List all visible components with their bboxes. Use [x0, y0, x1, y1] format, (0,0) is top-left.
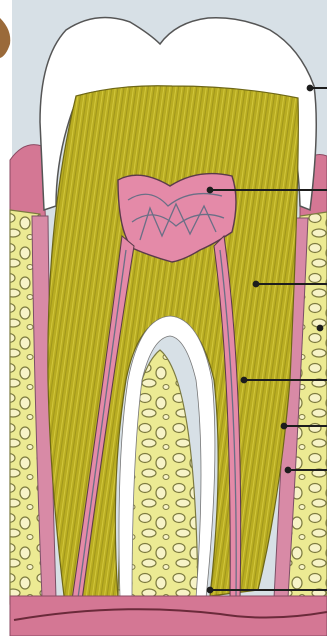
leader-dot-dentin [254, 282, 259, 287]
leader-dot-root-canal [242, 378, 247, 383]
leader-dot-apical-foramen [208, 588, 213, 593]
leader-dot-enamel [308, 86, 313, 91]
leader-dot-pulp-chamber [208, 188, 213, 193]
leader-dot-periodontal-ligament [286, 468, 291, 473]
leader-dot-cementum [282, 424, 287, 429]
apical-region [10, 596, 327, 636]
leader-dot-alveolar-bone [318, 326, 323, 331]
